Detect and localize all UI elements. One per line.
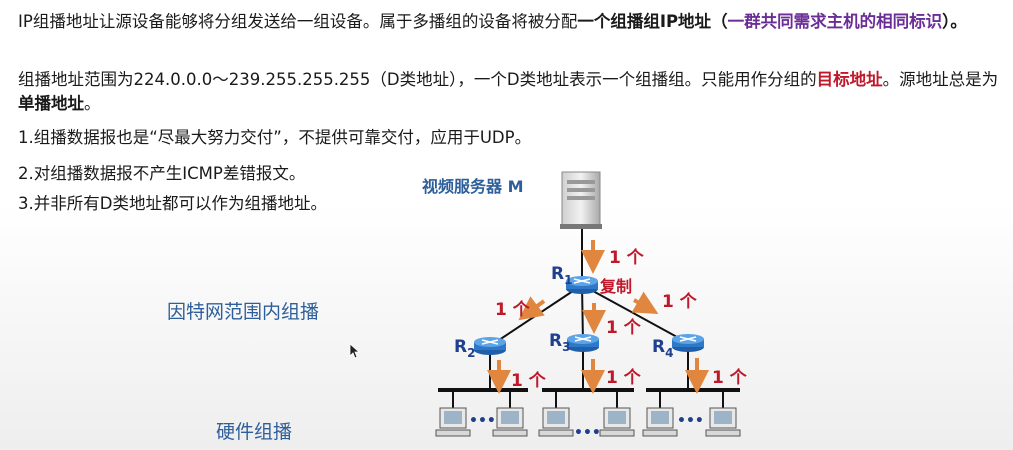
intro-paren-close: ）。 [942, 12, 967, 31]
range-text-2: 。源地址总是为 [882, 70, 999, 89]
lan-drops [452, 390, 724, 408]
intro-bold: 一个组播组IP地址 [577, 12, 712, 31]
host-ellipsis-1: ••• [469, 413, 496, 429]
count-label-r1-r4: 1 个 [662, 291, 698, 312]
host-ellipsis-3: ••• [677, 413, 704, 429]
intro-paren-open: （ [711, 12, 728, 31]
router-r1-icon [566, 276, 598, 294]
hardware-multicast-label: 硬件组播 [216, 421, 293, 443]
copy-label: 复制 [599, 277, 632, 296]
list-item-1: 1.组播数据报也是“尽最大努力交付”，不提供可靠交付，应用于UDP。 [18, 128, 532, 147]
router-r2-label: R2 [454, 337, 475, 360]
list-item-2: 2.对组播数据报不产生ICMP差错报文。 [18, 164, 306, 183]
range-end: 。 [84, 94, 101, 113]
count-label-r1-r3: 1 个 [606, 317, 642, 338]
router-r2-icon [474, 337, 506, 355]
host-computer-icon [642, 407, 678, 437]
host-computers [435, 407, 741, 437]
internet-multicast-label: 因特网范围内组播 [167, 301, 320, 323]
intro-paragraph: IP组播地址让源设备能够将分组发送给一组设备。属于多播组的设备将被分配一个组播组… [18, 10, 1003, 34]
mouse-cursor-icon [349, 343, 361, 359]
packet-count-labels: 1 个 1 个 1 个 1 个 1 个 1 个 1 个 [495, 247, 748, 391]
router-r4-icon [672, 334, 704, 352]
server-label: 视频服务器 M [422, 177, 524, 196]
list-item-3: 3.并非所有D类地址都可以作为组播地址。 [18, 194, 327, 213]
router-r4-label: R4 [652, 337, 673, 360]
range-text: 组播地址范围为224.0.0.0～239.255.255.255（D类地址），一… [18, 70, 817, 89]
host-computer-icon [492, 407, 528, 437]
arrow-r1-to-r2 [518, 296, 546, 321]
router-r1-label: R1 [551, 264, 572, 287]
host-computer-icon [538, 407, 574, 437]
arrow-r1-to-r4 [631, 291, 659, 314]
count-label-r1-r2: 1 个 [495, 299, 531, 320]
video-server-icon [560, 171, 602, 229]
count-label-server-r1: 1 个 [609, 247, 645, 268]
count-label-r2-lan: 1 个 [511, 370, 547, 391]
host-computer-icon [705, 407, 741, 437]
count-label-r3-lan: 1 个 [606, 367, 642, 388]
intro-purple: 一群共同需求主机的相同标识 [727, 12, 943, 31]
range-unicast-address: 单播地址 [18, 94, 84, 113]
count-label-r4-lan: 1 个 [712, 367, 748, 388]
range-target-address: 目标地址 [816, 70, 883, 89]
host-computer-icon [599, 407, 635, 437]
router-r3-label: R3 [549, 331, 570, 354]
intro-text: IP组播地址让源设备能够将分组发送给一组设备。属于多播组的设备将被分配 [18, 12, 578, 31]
range-paragraph: 组播地址范围为224.0.0.0～239.255.255.255（D类地址），一… [18, 68, 1003, 116]
packet-arrows [487, 240, 709, 394]
host-computer-icon [435, 407, 471, 437]
router-r3-icon [567, 334, 599, 352]
host-ellipsis-2: ••• [574, 425, 601, 441]
